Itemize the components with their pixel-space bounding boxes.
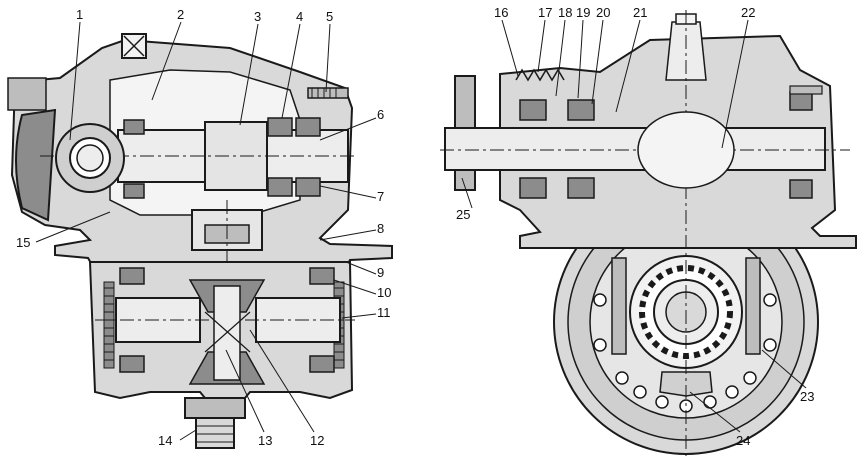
callout-12: 12 xyxy=(310,433,325,448)
callout-2: 2 xyxy=(177,7,185,22)
shaft-bearings xyxy=(519,91,813,199)
callout-23: 23 xyxy=(800,389,815,404)
callout-22: 22 xyxy=(741,5,756,20)
callout-17: 17 xyxy=(538,5,553,20)
cover-bolt xyxy=(307,87,349,99)
ring-bolt-holes xyxy=(593,293,777,413)
flange-bolt-block xyxy=(7,77,47,111)
adjusting-spring xyxy=(515,68,565,82)
callout-14: 14 xyxy=(158,433,173,448)
callout-1: 1 xyxy=(76,7,84,22)
callout-25: 25 xyxy=(456,207,471,222)
lock-plate xyxy=(659,371,713,397)
callout-13: 13 xyxy=(258,433,273,448)
lower-flange xyxy=(184,397,246,419)
callout-24: 24 xyxy=(736,433,751,448)
callout-20: 20 xyxy=(596,5,611,20)
input-flange xyxy=(15,108,57,222)
right-sectional-view xyxy=(440,10,857,460)
pinion-bearings xyxy=(123,117,321,199)
callout-9: 9 xyxy=(377,265,385,280)
callout-21: 21 xyxy=(633,5,648,20)
leader-lines-left xyxy=(35,21,377,441)
callout-11: 11 xyxy=(377,305,391,320)
right-stud xyxy=(745,257,761,355)
callout-10: 10 xyxy=(377,285,392,300)
left-stud xyxy=(611,257,627,355)
differential-shaft xyxy=(444,127,826,171)
callout-18: 18 xyxy=(558,5,573,20)
callout-3: 3 xyxy=(254,9,262,24)
left-sectional-view xyxy=(7,21,393,449)
callout-8: 8 xyxy=(377,221,385,236)
callout-4: 4 xyxy=(296,9,304,24)
callout-6: 6 xyxy=(377,107,385,122)
callout-5: 5 xyxy=(326,9,334,24)
callout-16: 16 xyxy=(494,5,509,20)
leader-lines-right xyxy=(461,19,807,433)
callout-15: 15 xyxy=(16,235,31,250)
callout-19: 19 xyxy=(576,5,591,20)
callout-7: 7 xyxy=(377,189,385,204)
